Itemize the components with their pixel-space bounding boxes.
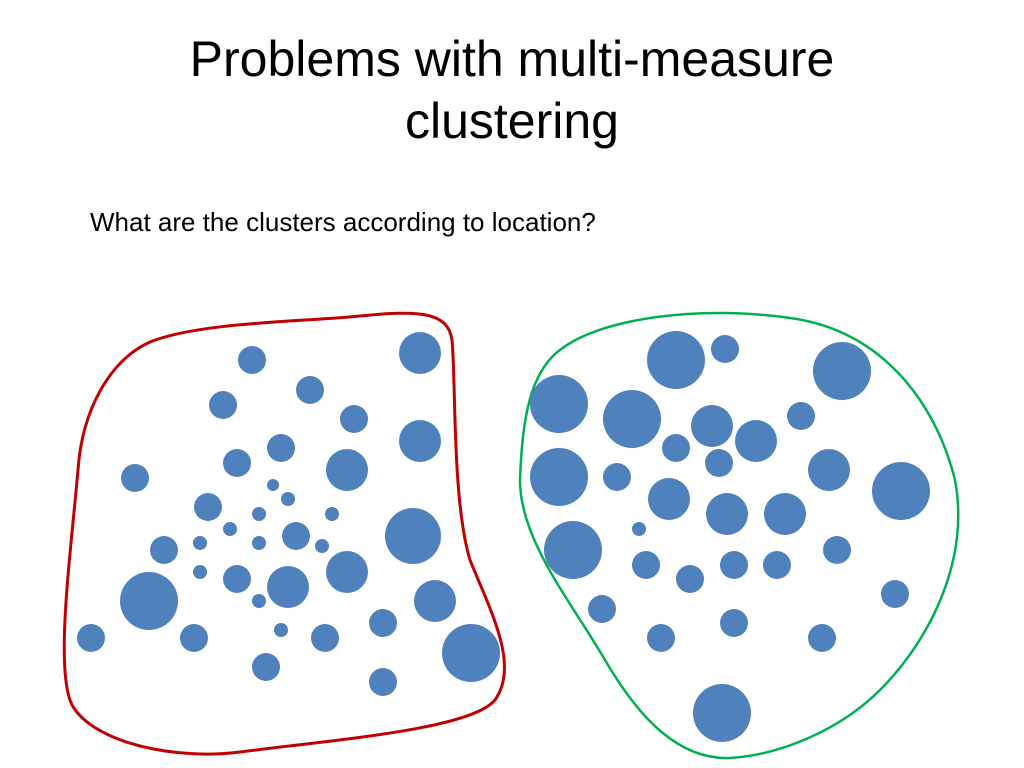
- data-point-dot: [764, 493, 806, 535]
- data-point-dot: [813, 342, 871, 400]
- data-point-dot: [588, 595, 616, 623]
- slide-title: Problems with multi-measure clustering: [0, 28, 1024, 152]
- data-point-dot: [121, 464, 149, 492]
- data-point-dot: [647, 624, 675, 652]
- data-point-dot: [326, 449, 368, 491]
- data-point-dot: [705, 449, 733, 477]
- data-point-dot: [385, 508, 441, 564]
- data-point-dot: [662, 434, 690, 462]
- data-point-dot: [150, 536, 178, 564]
- data-point-dot: [223, 565, 251, 593]
- data-point-dot: [340, 405, 368, 433]
- data-point-dot: [223, 449, 251, 477]
- data-point-dot: [763, 551, 791, 579]
- data-point-dot: [720, 551, 748, 579]
- right-cluster-outline: [518, 311, 960, 760]
- data-point-dot: [252, 653, 280, 681]
- data-point-dot: [311, 624, 339, 652]
- data-point-dot: [252, 507, 266, 521]
- data-point-dot: [787, 402, 815, 430]
- data-point-dot: [325, 507, 339, 521]
- data-point-dot: [326, 551, 368, 593]
- data-point-dot: [603, 390, 661, 448]
- data-point-dot: [632, 551, 660, 579]
- data-point-dot: [648, 478, 690, 520]
- data-point-dot: [238, 346, 266, 374]
- title-line-1: Problems with multi-measure: [189, 31, 835, 87]
- data-point-dot: [693, 684, 751, 742]
- data-point-dot: [399, 420, 441, 462]
- data-point-dot: [193, 565, 207, 579]
- data-point-dot: [369, 609, 397, 637]
- data-point-dot: [544, 521, 602, 579]
- data-point-dot: [120, 572, 178, 630]
- data-point-dot: [735, 420, 777, 462]
- data-point-dot: [442, 624, 500, 682]
- data-point-dot: [194, 493, 222, 521]
- data-point-dot: [267, 566, 309, 608]
- data-point-dot: [281, 492, 295, 506]
- data-point-dot: [296, 376, 324, 404]
- data-point-dot: [872, 462, 930, 520]
- data-point-dot: [603, 463, 631, 491]
- data-point-dot: [267, 434, 295, 462]
- data-point-dot: [267, 479, 279, 491]
- data-point-dot: [315, 539, 329, 553]
- data-point-dot: [808, 624, 836, 652]
- dots-layer: [77, 331, 930, 742]
- data-point-dot: [808, 449, 850, 491]
- data-point-dot: [632, 522, 646, 536]
- data-point-dot: [252, 594, 266, 608]
- data-point-dot: [414, 580, 456, 622]
- data-point-dot: [193, 536, 207, 550]
- left-cluster-outline: [62, 311, 506, 756]
- data-point-dot: [77, 624, 105, 652]
- title-line-2: clustering: [405, 93, 619, 149]
- data-point-dot: [720, 609, 748, 637]
- data-point-dot: [530, 448, 588, 506]
- slide-subtitle: What are the clusters according to locat…: [90, 207, 596, 237]
- data-point-dot: [369, 668, 397, 696]
- data-point-dot: [647, 331, 705, 389]
- data-point-dot: [399, 332, 441, 374]
- data-point-dot: [706, 493, 748, 535]
- data-point-dot: [180, 624, 208, 652]
- data-point-dot: [252, 536, 266, 550]
- data-point-dot: [274, 623, 288, 637]
- data-point-dot: [223, 522, 237, 536]
- data-point-dot: [823, 536, 851, 564]
- data-point-dot: [676, 565, 704, 593]
- data-point-dot: [530, 375, 588, 433]
- data-point-dot: [209, 391, 237, 419]
- data-point-dot: [711, 335, 739, 363]
- data-point-dot: [282, 522, 310, 550]
- data-point-dot: [691, 405, 733, 447]
- data-point-dot: [881, 580, 909, 608]
